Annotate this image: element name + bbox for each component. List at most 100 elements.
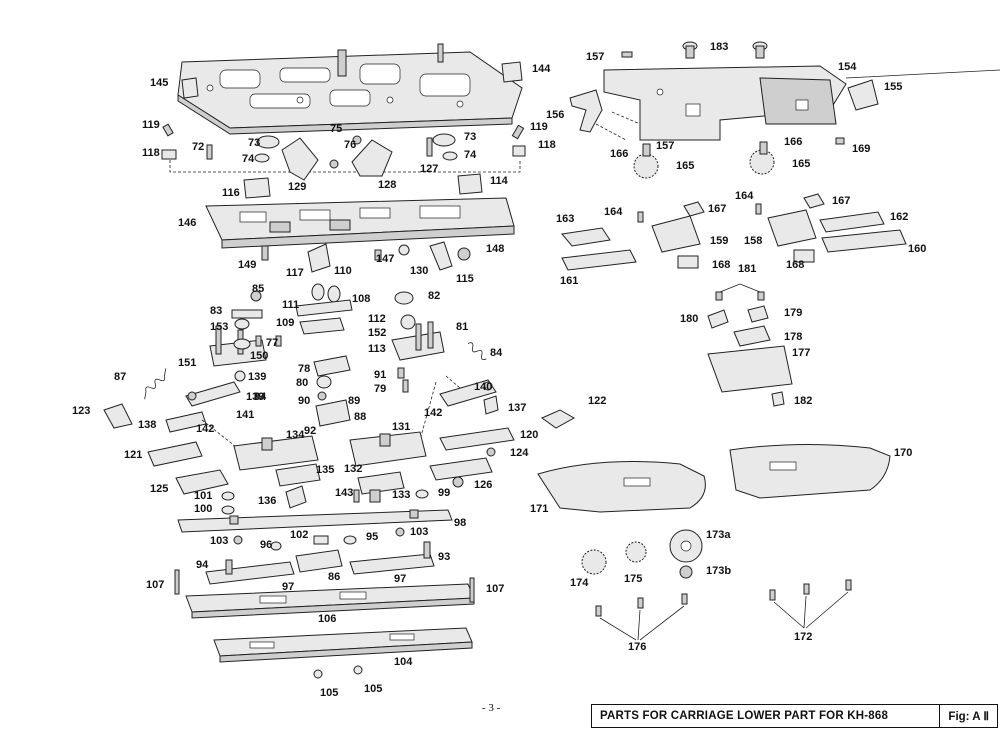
part-86 [295,549,343,573]
part-screws-172 [769,579,852,629]
part-number-label: 73 [464,131,476,143]
part-number-label: 82 [428,290,440,302]
part-number-label: 180 [680,313,698,325]
part-number-label: 176 [628,641,646,653]
part-number-label: 77 [266,337,278,349]
part-lever-129 [281,137,319,181]
part-number-label: 158 [744,235,762,247]
part-163 [561,227,611,247]
part-carriage-frame [603,65,1000,141]
part-bar-98 [177,509,453,533]
part-number-label: 145 [150,77,168,89]
part-number-label: 99 [438,487,450,499]
part-number-label: 166 [610,148,628,160]
part-93 [349,553,435,575]
part-number-label: 174 [570,577,589,589]
part-bracket-116 [243,177,271,199]
part-number-label: 95 [366,531,378,543]
part-number-label: 137 [508,402,526,414]
part-number-label: 116 [222,187,240,199]
part-number-label: 84 [254,391,267,403]
part-123 [103,403,133,429]
part-number-label: 122 [588,395,606,407]
part-175 [625,541,647,563]
part-number-label: 89 [348,395,360,407]
part-173b [679,565,693,579]
part-lever-128 [351,139,393,177]
part-number-label: 118 [538,139,556,151]
part-number-label: 108 [352,293,370,305]
part-number-label: 132 [344,463,362,475]
part-number-label: 102 [290,529,308,541]
part-number-label: 157 [656,140,674,152]
part-156 [569,89,603,133]
part-number-label: 146 [178,217,196,229]
part-125-right [429,457,493,481]
part-number-label: 106 [318,613,336,625]
part-screws-176 [595,593,688,641]
part-number-label: 103 [210,535,228,547]
part-number-label: 72 [192,141,204,153]
part-number-label: 107 [146,579,164,591]
part-number-label: 148 [486,243,504,255]
part-number-label: 81 [456,321,468,333]
part-number-label: 173b [706,565,731,577]
part-number-label: 133 [392,489,410,501]
part-number-label: 165 [792,158,810,170]
part-lever-140 [439,379,497,407]
part-135 [275,463,321,487]
part-182 [771,391,785,407]
part-number-label: 86 [328,571,340,583]
part-number-label: 151 [178,357,196,369]
part-133 [369,489,381,503]
part-middle-cluster [209,241,471,427]
part-number-label: 166 [784,136,802,148]
part-number-label: 165 [676,160,694,172]
part-121 [147,441,203,467]
part-120 [439,427,515,451]
part-162 [819,211,885,233]
part-number-label: 142 [424,407,442,419]
part-number-label: 104 [394,656,413,668]
part-137 [483,395,499,415]
part-94 [205,561,295,585]
part-small-screws [161,123,526,169]
part-number-label: 117 [286,267,304,279]
part-number-label: 157 [586,51,604,63]
part-number-label: 139 [248,371,266,383]
part-number-label: 125 [150,483,168,495]
part-number-label: 135 [316,464,334,476]
part-number-label: 79 [374,383,386,395]
part-132 [357,471,405,495]
part-160 [821,229,907,253]
part-number-label: 139 [246,391,264,403]
part-number-label: 97 [282,581,294,593]
part-number-label: 128 [378,179,396,191]
part-number-label: 156 [546,109,564,121]
part-number-label: 162 [890,211,908,223]
part-136 [285,485,307,509]
part-number-label: 155 [884,81,902,93]
part-gear-left [633,153,659,179]
part-number-label: 159 [710,235,728,247]
part-number-label: 173a [706,529,731,541]
part-number-label: 154 [838,61,857,73]
part-179 [747,305,769,323]
part-number-label: 168 [786,259,804,271]
part-number-label: 178 [784,331,802,343]
part-number-label: 92 [304,425,316,437]
part-number-label: 161 [560,275,578,287]
part-159 [651,215,701,253]
part-number-label: 96 [260,539,272,551]
part-bracket-114 [457,173,483,195]
part-number-label: 131 [392,421,410,433]
part-plate-171 [537,461,706,513]
figure-number: Fig: A Ⅱ [939,705,997,727]
part-number-label: 103 [410,526,428,538]
part-number-label: 140 [474,381,492,393]
part-number-label: 121 [124,449,142,461]
part-number-label: 90 [298,395,310,407]
part-number-label: 74 [242,153,255,165]
part-number-label: 127 [420,163,438,175]
part-number-label: 97 [394,573,406,585]
